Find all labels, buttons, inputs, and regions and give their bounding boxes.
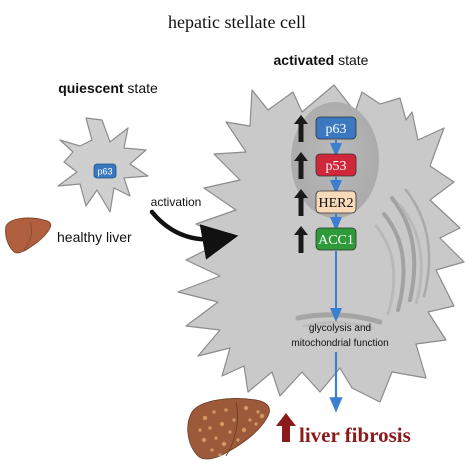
cascade-node-p63: p63 bbox=[294, 115, 357, 142]
p63-label: p63 bbox=[326, 122, 347, 137]
activated-word: activated bbox=[274, 52, 335, 68]
fibrosis-up-arrow bbox=[276, 413, 296, 442]
fibrosis-nodule bbox=[241, 427, 247, 433]
fibrosis-nodule bbox=[219, 421, 225, 427]
activated-state-word: state bbox=[334, 52, 368, 68]
p53-label: p53 bbox=[326, 159, 347, 174]
fibrosis-nodule bbox=[248, 418, 252, 422]
acc1-box bbox=[315, 227, 357, 251]
cascade-node-p53: p53 bbox=[294, 152, 357, 179]
cascade-node-acc1: ACC1 bbox=[294, 226, 357, 253]
fibrosis-nodule bbox=[256, 410, 260, 414]
fibrosis-nodule bbox=[221, 441, 227, 447]
fibrosis-nodule bbox=[236, 438, 240, 442]
fibrosis-nodule bbox=[259, 413, 265, 419]
her2-label: HER2 bbox=[319, 196, 354, 211]
her2-box bbox=[315, 190, 357, 214]
p53-box bbox=[315, 153, 357, 177]
activation-label: activation bbox=[151, 195, 202, 209]
p63-box bbox=[315, 116, 357, 140]
acc1-label: ACC1 bbox=[318, 233, 354, 248]
quiescent-state-heading: quiescent state bbox=[58, 80, 158, 96]
quiescent-state-word: state bbox=[124, 80, 158, 96]
glycolysis-label: glycolysis and bbox=[309, 323, 371, 334]
fibrosis-nodule bbox=[208, 426, 212, 430]
quiescent-p63-marker bbox=[93, 163, 117, 179]
fibrosis-nodule bbox=[254, 422, 258, 426]
healthy-liver-label: healthy liver bbox=[57, 229, 132, 245]
endoplasmic-reticulum bbox=[374, 188, 431, 316]
fibrosis-nodule bbox=[212, 410, 216, 414]
fibrosis-nodule bbox=[243, 405, 249, 411]
fibrosis-nodule bbox=[214, 436, 218, 440]
acc1-increase-arrow bbox=[294, 226, 308, 253]
healthy-liver-icon bbox=[5, 217, 52, 254]
quiescent-p63-label: p63 bbox=[97, 167, 112, 177]
fibrosis-nodule bbox=[210, 448, 214, 452]
fibrosis-nodule bbox=[202, 415, 208, 421]
fibrosis-nodule bbox=[201, 437, 207, 443]
mitochondrial-function-label: mitochondrial function bbox=[291, 338, 388, 349]
fibrosis-nodule bbox=[198, 428, 202, 432]
p53-increase-arrow bbox=[294, 152, 308, 179]
fibrosis-label: liver fibrosis bbox=[299, 423, 411, 447]
cascade-node-her2: HER2 bbox=[294, 189, 357, 216]
activated-state-heading: activated state bbox=[274, 52, 369, 68]
fibrosis-nodule bbox=[232, 418, 236, 422]
p63-increase-arrow bbox=[294, 115, 308, 142]
fibrosis-nodule bbox=[218, 453, 222, 457]
page-title: hepatic stellate cell bbox=[168, 12, 306, 32]
fibrosis-nodule bbox=[224, 408, 228, 412]
fibrosis-nodule bbox=[228, 430, 232, 434]
her2-increase-arrow bbox=[294, 189, 308, 216]
fibrotic-liver-icon bbox=[187, 398, 270, 460]
quiescent-word: quiescent bbox=[58, 80, 124, 96]
activation-arrow bbox=[149, 209, 239, 260]
